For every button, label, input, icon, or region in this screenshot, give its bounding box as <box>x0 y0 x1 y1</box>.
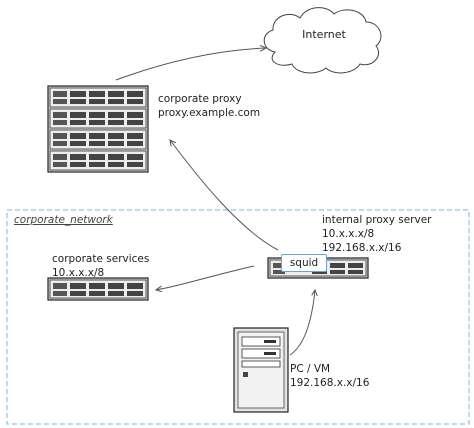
internet-label: Internet <box>302 28 346 41</box>
corporate-services-subnet: 10.x.x.x/8 <box>52 267 105 279</box>
corporate-proxy-host: proxy.example.com <box>158 107 261 119</box>
arrow-proxy-to-internet <box>115 48 266 81</box>
corporate-services-server <box>47 277 149 301</box>
arrow-internal-to-corporate-proxy <box>170 140 279 251</box>
corporate-proxy-title: corporate proxy <box>158 93 242 105</box>
corporate-services-title: corporate services <box>52 253 150 265</box>
pc-vm-title: PC / VM <box>290 363 331 375</box>
internet-cloud <box>263 7 382 74</box>
pc-vm-subnet: 192.168.x.x/16 <box>290 377 370 389</box>
corporate-network-boundary <box>6 209 470 425</box>
arrow-pc-to-internal <box>289 290 315 356</box>
arrow-internal-to-services <box>156 265 255 290</box>
internal-proxy-title: internal proxy server <box>322 214 432 226</box>
internal-proxy-subnet-10: 10.x.x.x/8 <box>322 228 375 240</box>
internal-proxy-subnet-192: 192.168.x.x/16 <box>322 242 402 254</box>
corporate-proxy-rack <box>47 85 149 173</box>
corporate-network-label: corporate_network <box>14 214 113 226</box>
squid-tag: squid <box>281 254 327 272</box>
pc-tower-icon <box>233 327 289 413</box>
